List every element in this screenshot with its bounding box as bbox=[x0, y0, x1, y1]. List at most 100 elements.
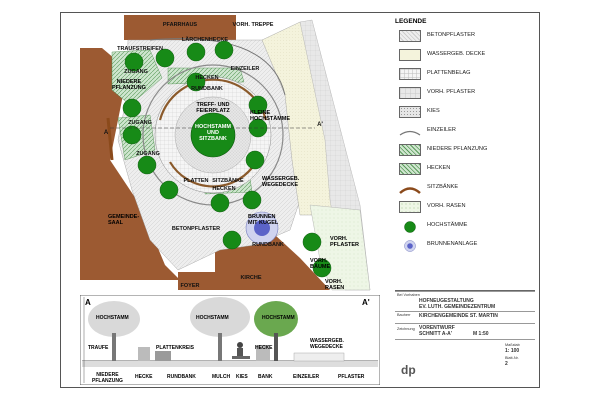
tree bbox=[210, 193, 230, 213]
label-vorh-baeume: VORH. BÄUME bbox=[310, 258, 331, 270]
tb-client-label: Bauherr bbox=[397, 313, 411, 317]
tree bbox=[124, 52, 144, 72]
tb-drawing-2: SCHNITT A-A' bbox=[419, 331, 452, 337]
legend: LEGENDE bbox=[395, 18, 535, 29]
label-hecken-mid: HECKEN bbox=[212, 186, 235, 192]
label-zugang1: ZUGANG bbox=[124, 69, 148, 75]
tb-drawing-label: Zeichnung bbox=[397, 327, 415, 331]
section-top-label: HECKE bbox=[255, 345, 273, 351]
tree bbox=[312, 258, 332, 278]
legend-swatch-hecken bbox=[399, 163, 421, 175]
label-a-left: A bbox=[104, 130, 109, 136]
label-hecken-top: HECKEN bbox=[195, 75, 218, 81]
section-top-label: HOCHSTAMM bbox=[196, 315, 229, 321]
legend-items: BETONPFLASTER WASSERGEB. DECKE PLATTENBELA… bbox=[395, 30, 535, 260]
section-hedge bbox=[138, 347, 150, 361]
section-trunk bbox=[112, 333, 116, 361]
brunnen-kugel bbox=[254, 220, 270, 236]
section-drawing bbox=[80, 295, 380, 385]
label-kirche: KIRCHE bbox=[240, 275, 261, 281]
legend-label: SITZBÄNKE bbox=[427, 184, 459, 190]
section-trunk bbox=[218, 333, 222, 361]
section-tree bbox=[88, 301, 140, 337]
legend-label: BETONPFLASTER bbox=[427, 32, 476, 38]
tb-project-2: EV. LUTH. GEMEINDEZENTRUM bbox=[419, 304, 496, 310]
section-trunk bbox=[274, 333, 278, 361]
section-trees bbox=[88, 297, 298, 361]
label-a-right: A' bbox=[317, 122, 323, 128]
title-block: Bei Vorhaben HOFNEUGESTALTUNG EV. LUTH. … bbox=[395, 290, 535, 385]
label-einzeiler: EINZEILER bbox=[231, 66, 260, 72]
label-brunnen: BRUNNEN MIT KUGEL bbox=[248, 214, 279, 226]
label-wassergeb: WASSERGEB. WEGEDECKE bbox=[262, 176, 300, 188]
pfarrhaus-building bbox=[124, 15, 236, 40]
label-gemeindesaal: GEMEINDE- SAAL bbox=[108, 214, 140, 226]
legend-label: PLATTENBELAG bbox=[427, 70, 471, 76]
section-tree bbox=[190, 297, 250, 337]
label-laerchenhecke: LÄRCHENHECKE bbox=[182, 36, 228, 43]
legend-title: LEGENDE bbox=[395, 18, 427, 25]
tree bbox=[302, 232, 322, 252]
tree bbox=[222, 230, 242, 250]
legend-label: VORH. PFLASTER bbox=[427, 89, 476, 95]
tb-vorhaben-label: Bei Vorhaben bbox=[397, 293, 420, 297]
foyer-building bbox=[178, 272, 260, 290]
central-tree bbox=[190, 112, 236, 158]
legend-label: WASSERGEB. DECKE bbox=[427, 51, 486, 57]
legend-label: EINZEILER bbox=[427, 127, 456, 133]
label-rundbank: RUNDBANK bbox=[252, 242, 284, 248]
label-treff: TREFF- UND FEIERPLATZ bbox=[196, 102, 230, 114]
tree bbox=[214, 40, 234, 60]
label-foyer: FOYER bbox=[181, 283, 200, 289]
tb-project-1: HOFNEUGESTALTUNG bbox=[419, 298, 474, 304]
tree bbox=[159, 180, 179, 200]
label-sitzbaenke: SITZBÄNKE bbox=[212, 177, 244, 184]
section-person-head bbox=[237, 342, 243, 348]
section-tree bbox=[254, 301, 298, 337]
section-label-a-right: A' bbox=[362, 298, 370, 307]
section-bench bbox=[155, 351, 171, 361]
gemeindesaal-building bbox=[80, 48, 180, 280]
tree bbox=[186, 72, 206, 92]
tb-client: KIRCHENGEMEINDE ST. MARTIN bbox=[419, 313, 498, 319]
label-betonpflaster: BETONPFLASTER bbox=[172, 226, 220, 232]
legend-label: KIES bbox=[427, 108, 440, 114]
legend-label: VORH. RASEN bbox=[427, 203, 466, 209]
tb-section-scale: M 1:50 bbox=[473, 331, 489, 337]
tree bbox=[186, 42, 206, 62]
label-hochstamm-sitzbank: HOCHSTAMM UND SITZBANK bbox=[195, 124, 231, 142]
legend-label: BRUNNENANLAGE bbox=[427, 241, 478, 247]
legend-swatch-einzeiler bbox=[399, 125, 421, 137]
tree bbox=[242, 190, 262, 210]
section-bottom-label: NIEDERE PFLANZUNG bbox=[92, 372, 123, 384]
legend-swatch-vorhpflaster bbox=[399, 87, 421, 99]
legend-swatch-kies bbox=[399, 106, 421, 118]
sitzbank-brown-band bbox=[106, 117, 114, 161]
section-bottom-label: PFLASTER bbox=[338, 374, 365, 380]
label-traufstreifen: TRAUFSTREIFEN bbox=[117, 46, 163, 52]
sitzbank-arc bbox=[169, 161, 257, 188]
section-top-label: TRAUFE bbox=[88, 345, 109, 351]
label-pfarrhaus: PFARRHAUS bbox=[163, 22, 198, 28]
legend-swatch-sitzbank bbox=[399, 182, 421, 194]
section-hedge bbox=[256, 345, 270, 361]
label-kleine-hochstaemme: KLEINE HOCHSTÄMME bbox=[250, 110, 291, 122]
legend-swatch-wasser bbox=[399, 49, 421, 61]
tb-scale-label: Maßstab bbox=[505, 343, 520, 347]
section-top-label: PLATTENKREIS bbox=[156, 345, 194, 351]
tree bbox=[137, 155, 157, 175]
label-zugang3: ZUGANG bbox=[136, 151, 160, 157]
section-bottom-label: BANK bbox=[258, 374, 273, 380]
label-vorh-pflaster: VORH. PFLASTER bbox=[330, 236, 360, 248]
label-niedere-pflanzung: NIEDERE PFLANZUNG bbox=[112, 79, 146, 91]
legend-label: NIEDERE PFLANZUNG bbox=[427, 146, 488, 152]
section-top-label: WASSERGEB. WEGEDECKE bbox=[310, 338, 344, 350]
section-bench bbox=[232, 356, 250, 359]
tb-drawing-1: VORENTWURF bbox=[419, 325, 455, 331]
legend-swatch-betonpflaster bbox=[399, 30, 421, 42]
legend-swatch-brunnen bbox=[399, 239, 421, 252]
ground-band bbox=[82, 361, 378, 367]
label-vorh-rasen: VORH. RASEN bbox=[325, 279, 345, 291]
tree bbox=[155, 48, 175, 68]
